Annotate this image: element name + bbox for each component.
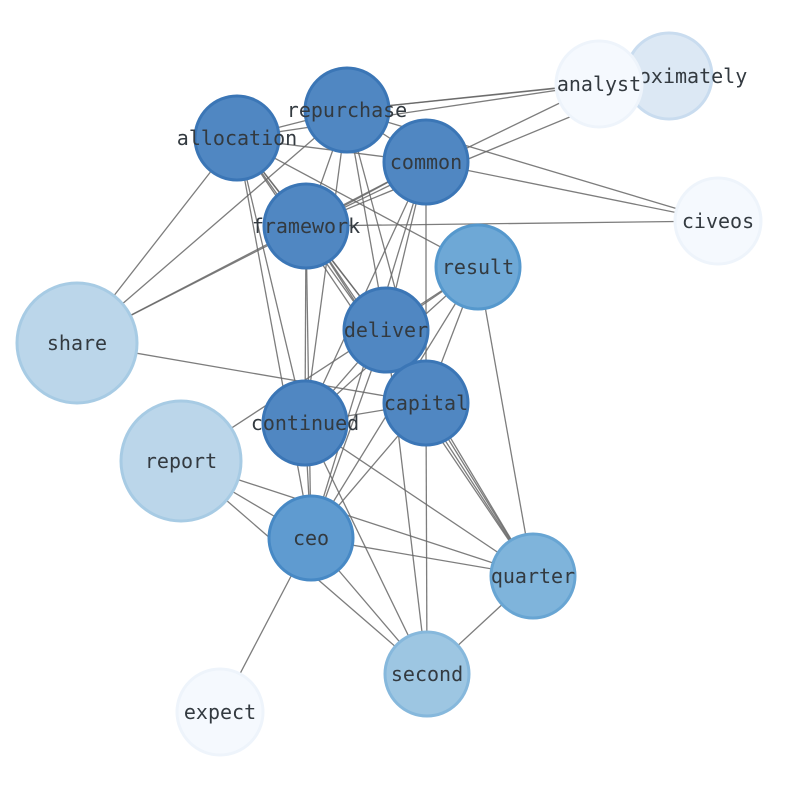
node-result: result [434, 223, 522, 311]
node-capital: capital [382, 359, 470, 447]
node-circle-result [434, 223, 522, 311]
node-allocation: allocation [177, 94, 297, 182]
node-label-continued: continued [251, 411, 359, 435]
node-circle-report [119, 399, 243, 523]
node-circle-civeos [673, 176, 763, 266]
edge-repurchase-continued [304, 109, 348, 424]
node-label-analyst: analyst [557, 72, 641, 96]
node-second: second [383, 630, 471, 718]
edge-allocation-ceo [236, 137, 312, 539]
edge-allocation-continued [236, 137, 306, 424]
node-circle-ceo [267, 494, 355, 582]
node-circle-analyst [554, 39, 644, 129]
node-label-ceo: ceo [293, 526, 329, 550]
node-framework: framework [252, 182, 360, 270]
node-label-common: common [390, 150, 462, 174]
edge-continued-second [304, 422, 428, 675]
node-label-second: second [391, 662, 463, 686]
node-circle-repurchase [303, 66, 391, 154]
node-label-result: result [442, 255, 514, 279]
node-circle-framework [262, 182, 350, 270]
node-circle-common [382, 118, 470, 206]
node-circle-deliver [342, 286, 430, 374]
node-continued: continued [251, 379, 359, 467]
edge-report-quarter [180, 460, 534, 577]
node-layer: approximatelyanalystciveosexpectsharerep… [15, 31, 763, 757]
node-label-repurchase: repurchase [287, 98, 407, 122]
node-report: report [119, 399, 243, 523]
node-circle-allocation [193, 94, 281, 182]
node-label-quarter: quarter [491, 564, 575, 588]
node-label-expect: expect [184, 700, 256, 724]
edge-result-quarter [477, 266, 534, 577]
node-circle-quarter [489, 532, 577, 620]
node-civeos: civeos [673, 176, 763, 266]
node-label-capital: capital [384, 391, 468, 415]
node-label-deliver: deliver [344, 318, 428, 342]
node-common: common [382, 118, 470, 206]
node-quarter: quarter [489, 532, 577, 620]
node-label-report: report [145, 449, 217, 473]
edge-capital-second [425, 402, 428, 675]
edge-allocation-analyst [236, 83, 600, 139]
node-deliver: deliver [342, 286, 430, 374]
node-label-framework: framework [252, 214, 360, 238]
node-circle-share [15, 281, 139, 405]
node-label-share: share [47, 331, 107, 355]
node-share: share [15, 281, 139, 405]
node-label-allocation: allocation [177, 126, 297, 150]
node-circle-continued [261, 379, 349, 467]
edge-common-civeos [425, 161, 719, 222]
edge-continued-quarter [304, 422, 534, 577]
edge-framework-civeos [305, 220, 719, 227]
node-analyst: analyst [554, 39, 644, 129]
node-expect: expect [175, 667, 265, 757]
node-circle-capital [382, 359, 470, 447]
node-repurchase: repurchase [287, 66, 407, 154]
node-ceo: ceo [267, 494, 355, 582]
node-circle-expect [175, 667, 265, 757]
edge-allocation-result [236, 137, 479, 268]
node-label-civeos: civeos [682, 209, 754, 233]
node-circle-second [383, 630, 471, 718]
